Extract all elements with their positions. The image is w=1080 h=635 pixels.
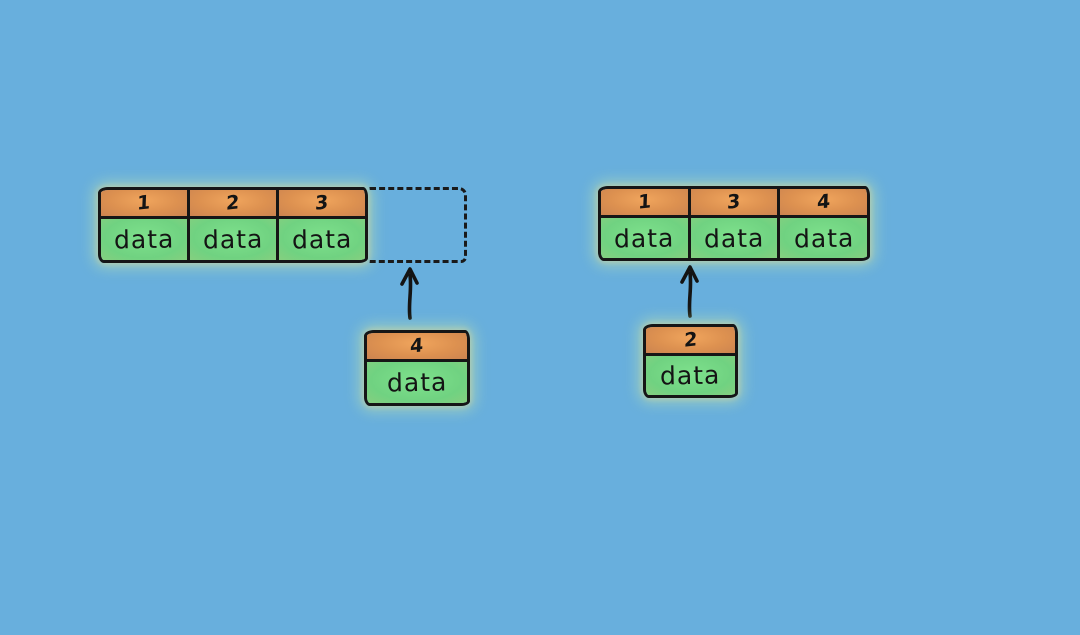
cell-index-header: 2 [646, 327, 735, 356]
cell-data-label: data [202, 224, 264, 255]
left-array: 1 data 2 data 3 data [98, 187, 368, 263]
cell-data-body: data [646, 356, 735, 395]
cell-data-body: data [601, 218, 688, 258]
cell-index-label: 2 [683, 327, 698, 352]
array-cell: 2 data [646, 327, 735, 395]
cell-data-body: data [101, 219, 187, 260]
insert-arrow-icon [680, 265, 699, 318]
cell-index-header: 1 [601, 189, 688, 218]
array-cell: 4 data [367, 333, 467, 403]
cell-index-label: 3 [315, 190, 329, 215]
array-cell: 3 data [276, 190, 365, 260]
empty-slot-dashed [368, 187, 467, 263]
cell-data-label: data [113, 224, 175, 255]
cell-index-header: 4 [367, 333, 467, 362]
cell-data-body: data [780, 218, 867, 258]
array-cell: 1 data [101, 190, 187, 260]
left-incoming-cell: 4 data [364, 330, 470, 406]
array-cell: 3 data [687, 189, 778, 258]
cell-data-body: data [279, 219, 365, 260]
cell-index-label: 1 [137, 190, 151, 215]
array-cell: 2 data [187, 190, 276, 260]
cell-data-label: data [613, 222, 675, 254]
cell-index-label: 1 [637, 189, 652, 214]
array-cell: 1 data [601, 189, 688, 258]
right-incoming-cell: 2 data [643, 324, 738, 398]
cell-index-label: 4 [410, 333, 424, 358]
cell-index-label: 2 [226, 190, 240, 215]
cell-data-label: data [660, 360, 721, 391]
array-cell: 4 data [777, 189, 867, 258]
cell-index-header: 3 [279, 190, 365, 219]
cell-index-header: 2 [190, 190, 276, 219]
cell-data-body: data [190, 219, 276, 260]
cell-index-header: 3 [690, 189, 778, 218]
cell-index-header: 1 [101, 190, 187, 219]
cell-data-body: data [367, 362, 467, 403]
cell-index-header: 4 [780, 189, 867, 218]
cell-data-label: data [793, 222, 855, 254]
cell-data-label: data [291, 224, 353, 255]
cell-index-label: 3 [727, 189, 741, 214]
cell-data-label: data [703, 222, 765, 254]
cell-data-body: data [690, 218, 778, 258]
right-array: 1 data 3 data 4 data [598, 186, 870, 261]
cell-index-label: 4 [816, 189, 831, 214]
cell-data-label: data [386, 367, 448, 398]
insert-arrow-icon [400, 267, 419, 320]
